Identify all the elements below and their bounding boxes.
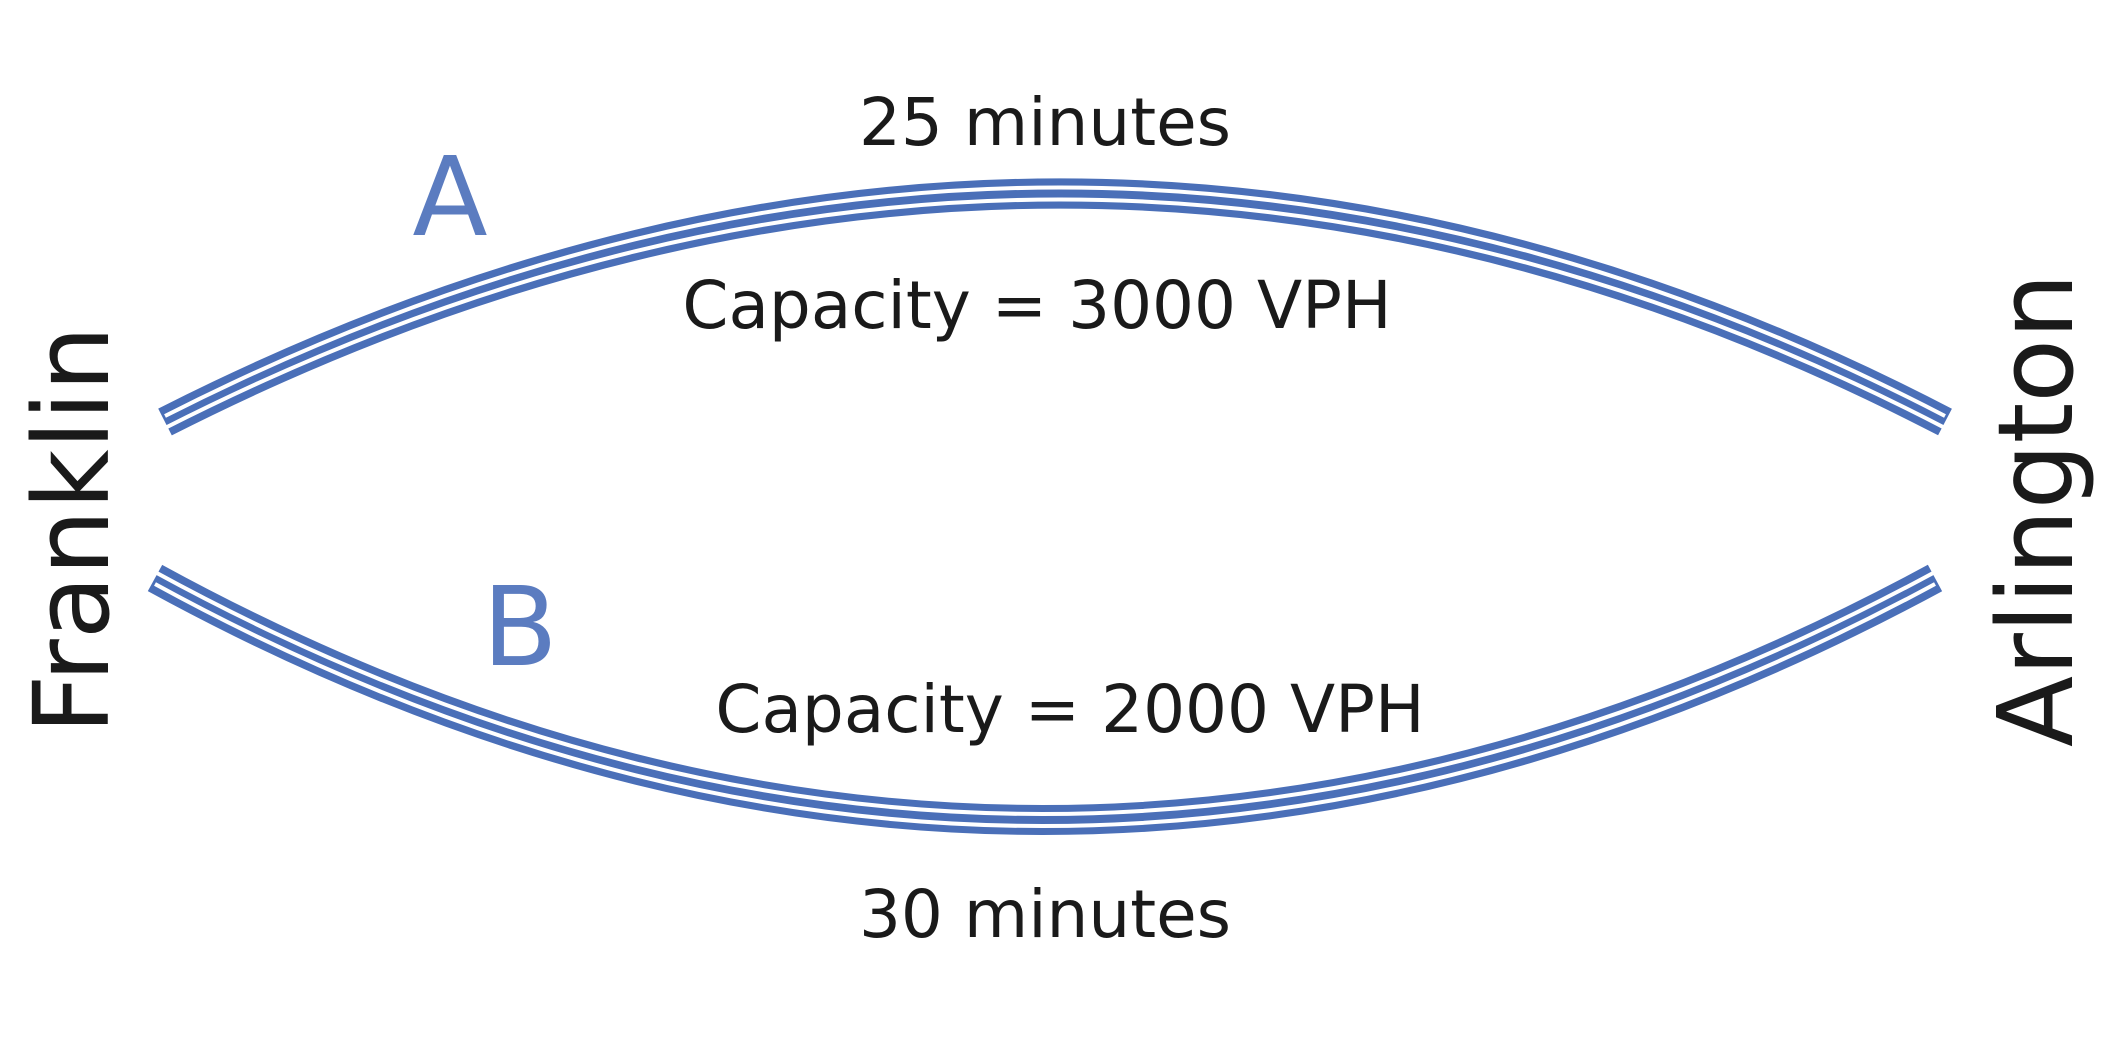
route-b-road-lane-line-2 [154, 582, 1936, 828]
route-b-road-lane-line-1 [154, 570, 1936, 816]
route-b-road-base [147, 564, 1943, 835]
route-a-travel-time: 25 minutes [859, 84, 1231, 161]
route-a-road-base [158, 178, 1952, 436]
route-b-capacity: Capacity = 2000 VPH [715, 671, 1424, 748]
route-a-road-lane-line-1 [164, 185, 1946, 418]
route-a-road-lane-line-2 [164, 197, 1946, 430]
route-a-road [158, 178, 1952, 436]
route-b-road [147, 564, 1943, 835]
destination-city-label: Arlington [1975, 273, 2097, 747]
route-b-travel-time: 30 minutes [859, 876, 1231, 953]
route-a-letter: A [412, 133, 487, 261]
origin-city-label: Franklin [11, 326, 133, 735]
route-a-capacity: Capacity = 3000 VPH [682, 267, 1391, 344]
route-b-letter: B [482, 563, 557, 691]
